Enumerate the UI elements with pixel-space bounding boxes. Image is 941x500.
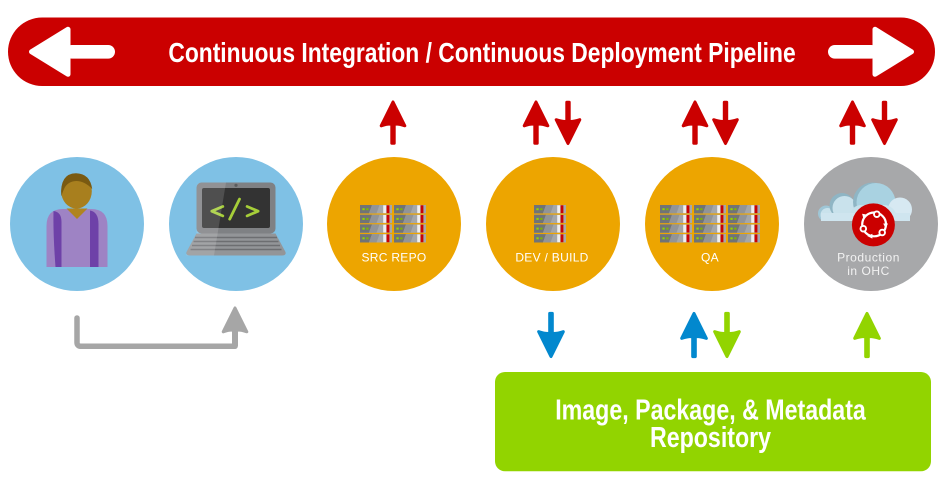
svg-text:Repository: Repository bbox=[650, 420, 771, 453]
svg-text:Image, Package, & Metadata: Image, Package, & Metadata bbox=[555, 393, 866, 426]
svg-text:QA: QA bbox=[701, 251, 719, 265]
svg-text:DEV / BUILD: DEV / BUILD bbox=[515, 251, 588, 265]
svg-text:Production: Production bbox=[837, 251, 900, 265]
svg-text:Continuous Integration / Conti: Continuous Integration / Continuous Depl… bbox=[168, 38, 795, 69]
svg-text:SRC REPO: SRC REPO bbox=[361, 251, 426, 265]
svg-text:in OHC: in OHC bbox=[847, 264, 890, 278]
